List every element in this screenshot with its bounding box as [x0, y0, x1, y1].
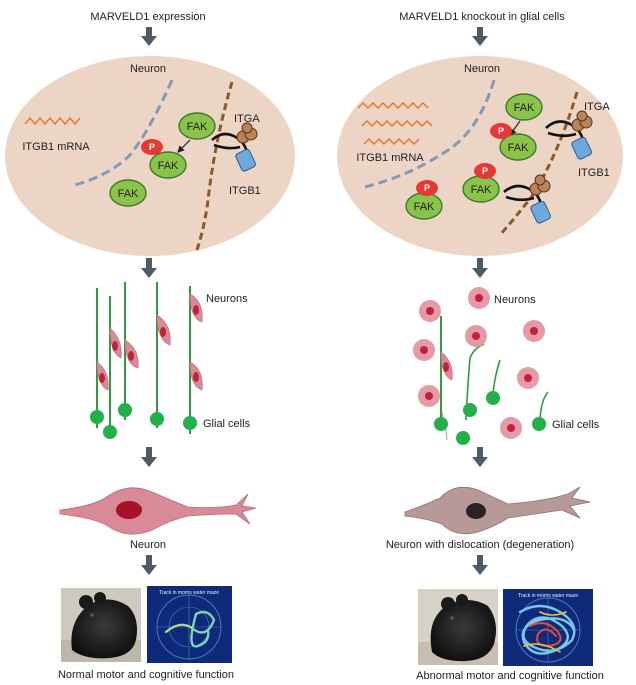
- glial-cells-label: Glial cells: [203, 418, 251, 430]
- outcome-caption: Normal motor and cognitive function: [58, 669, 234, 681]
- mrna-strand: [24, 116, 81, 126]
- itga-label: ITGA: [234, 113, 260, 125]
- fak-protein: [178, 112, 216, 140]
- fak-label: FAK: [158, 160, 179, 172]
- phosphate-label: P: [149, 142, 155, 152]
- mrna-strand: [357, 102, 429, 109]
- down-arrow: [141, 258, 157, 278]
- glial-cell: [150, 412, 164, 426]
- right-tissue: Neurons Glial cells: [413, 287, 600, 445]
- phosphate-group: [141, 139, 163, 155]
- mrna-strand: [363, 138, 420, 145]
- itgb1-label: ITGB1: [578, 167, 610, 179]
- glial-cell: [463, 403, 477, 417]
- neuron-label: Neuron: [130, 63, 166, 75]
- membrane-dashed-blue: [364, 79, 496, 189]
- glial-cells-label: Glial cells: [552, 419, 600, 431]
- water-maze-track: Track in morris water maze: [147, 586, 232, 663]
- degenerating-neuron: [404, 486, 591, 535]
- glial-cell: [434, 417, 448, 431]
- fak-protein: [499, 133, 537, 161]
- cell-body: [5, 56, 295, 256]
- dislocated-neuron: [468, 287, 490, 309]
- healthy-neuron: [59, 487, 257, 535]
- mrna-label: ITGB1 mRNA: [22, 141, 90, 153]
- fak-label: FAK: [118, 188, 139, 200]
- phosphate-group: [490, 123, 512, 139]
- phosphate-group: [416, 180, 438, 196]
- phosphate-label: P: [482, 166, 488, 176]
- fak-label: FAK: [508, 142, 529, 154]
- glial-cell: [456, 431, 470, 445]
- fak-protein: [505, 93, 543, 121]
- neuron-fiber: [189, 286, 203, 434]
- water-maze-track: Track in morris water maze: [503, 589, 593, 666]
- fak-label: FAK: [471, 184, 492, 196]
- maze-title: Track in morris water maze: [159, 590, 219, 596]
- left-cell: Neuron ITGB1 mRNA FAK FAK P FAK ITGA ITG…: [5, 56, 295, 256]
- outcome-caption: Abnormal motor and cognitive function: [416, 670, 604, 682]
- left-title: MARVELD1 expression: [90, 11, 205, 23]
- itgb1-label: ITGB1: [229, 185, 261, 197]
- down-arrow: [472, 258, 488, 278]
- glial-cell: [103, 425, 117, 439]
- down-arrow: [472, 27, 488, 46]
- down-arrow: [472, 447, 488, 467]
- mouse-photo: [418, 589, 498, 665]
- dislocated-neuron: [419, 300, 441, 322]
- glial-cell: [183, 416, 197, 430]
- neuron-fiber: [156, 282, 171, 428]
- mouse-photo: [61, 588, 141, 662]
- dislocated-neuron: [413, 339, 435, 361]
- dislocated-neuron: [523, 320, 545, 342]
- mrna-label: ITGB1 mRNA: [356, 152, 424, 164]
- phosphate-label: P: [498, 126, 504, 136]
- neuron-fiber: [96, 288, 109, 428]
- short-process: [492, 359, 501, 394]
- membrane-dashed-brown: [195, 81, 234, 251]
- fak-label: FAK: [414, 201, 435, 213]
- mrna-strand: [361, 120, 433, 127]
- neurons-label: Neurons: [206, 293, 248, 305]
- integrin-receptor: [211, 122, 258, 172]
- short-process: [539, 391, 549, 421]
- phosphate-label: P: [424, 183, 430, 193]
- integrin-receptor: [545, 110, 593, 160]
- fak-label: FAK: [187, 121, 208, 133]
- down-arrow: [141, 27, 157, 46]
- itga-label: ITGA: [584, 101, 610, 113]
- neuron-caption: Neuron with dislocation (degeneration): [386, 539, 574, 551]
- glial-cell: [90, 410, 104, 424]
- integrin-receptor: [503, 174, 551, 224]
- maze-title: Track in morris water maze: [518, 593, 578, 599]
- membrane-dashed-brown: [498, 91, 579, 236]
- glial-cell: [118, 403, 132, 417]
- neuron-caption: Neuron: [130, 539, 166, 551]
- right-title: MARVELD1 knockout in glial cells: [399, 11, 565, 23]
- neuron-label: Neuron: [464, 63, 500, 75]
- neurons-label: Neurons: [494, 294, 536, 306]
- down-arrow: [472, 555, 488, 575]
- fak-protein: [149, 151, 187, 179]
- membrane-dashed-blue: [74, 79, 174, 187]
- glial-cell: [486, 391, 500, 405]
- neuron-fiber: [124, 282, 139, 420]
- neuron-fiber: [109, 296, 122, 436]
- glial-cell: [532, 417, 546, 431]
- dislocated-neuron: [465, 325, 487, 347]
- left-tissue: Neurons Glial cells: [90, 282, 251, 439]
- right-cell: Neuron ITGB1 mRNA FAK FAK P FAK P FAK P: [337, 56, 623, 256]
- short-process: [465, 343, 485, 421]
- dislocated-neuron: [517, 367, 539, 389]
- dislocated-neuron: [500, 417, 522, 439]
- down-arrow: [141, 555, 157, 575]
- phosphate-group: [474, 163, 496, 179]
- fak-protein: [109, 179, 147, 207]
- fak-label: FAK: [514, 102, 535, 114]
- neuron-fiber: [440, 316, 453, 430]
- down-arrow: [141, 447, 157, 467]
- phosphorylation-arrow: [177, 139, 191, 153]
- dislocated-neuron: [418, 385, 440, 407]
